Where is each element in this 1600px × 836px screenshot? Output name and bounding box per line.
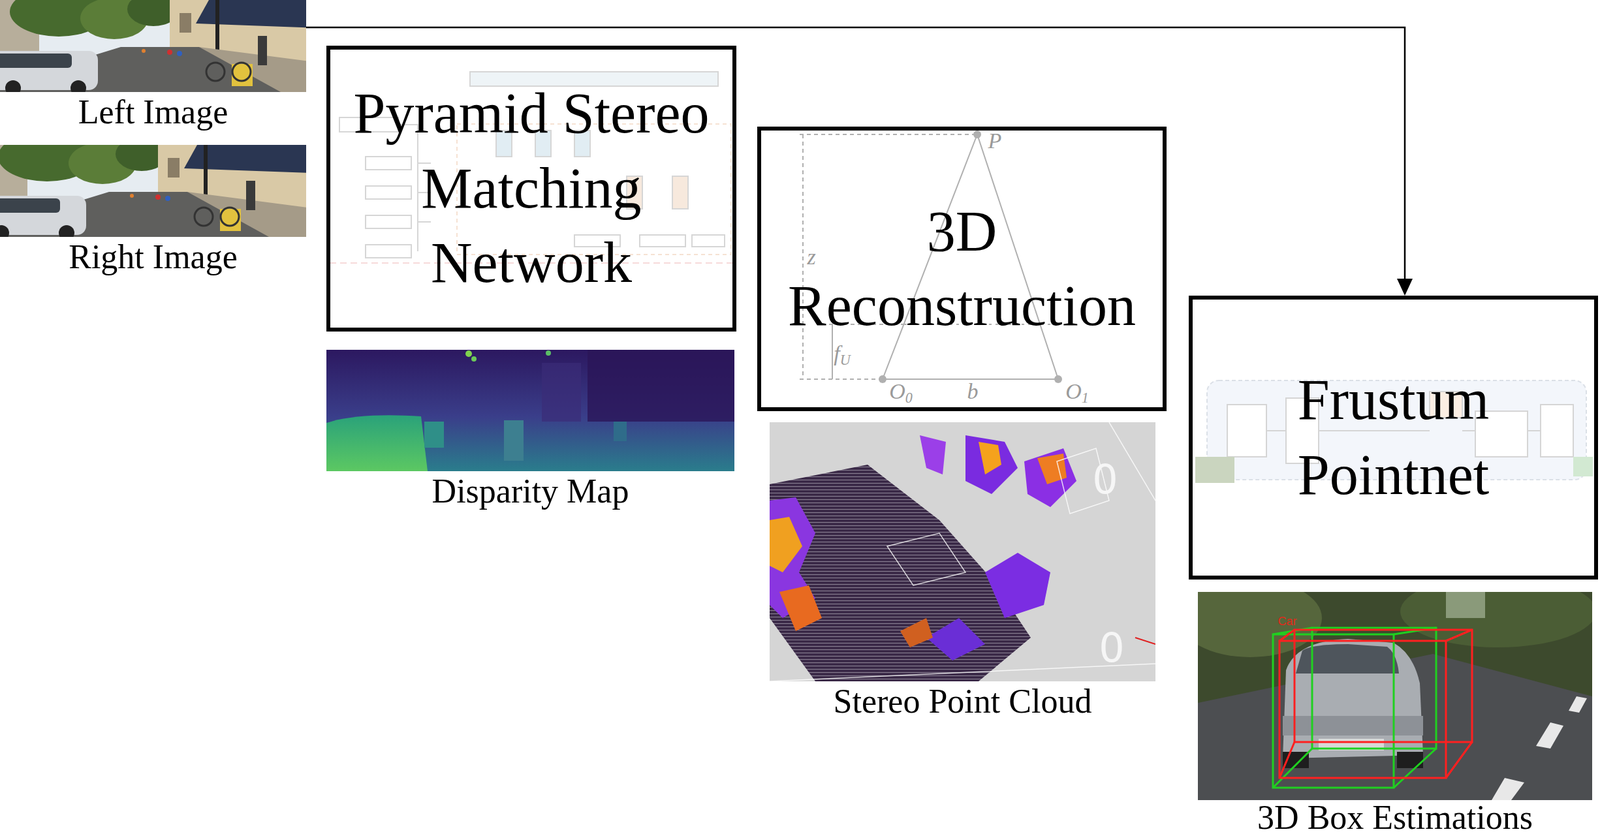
box-title: Frustum Pointnet bbox=[1203, 362, 1584, 513]
image-output: Disparity Map bbox=[326, 349, 735, 512]
overlay-number: 0 bbox=[1098, 627, 1125, 669]
image-caption: 3D Box Estimations bbox=[1197, 800, 1593, 836]
symbol-label: z bbox=[806, 246, 816, 269]
overlay-number: 0 bbox=[1092, 459, 1118, 501]
image-output: 3D Box Estimations bbox=[1197, 592, 1593, 836]
symbol-label: P bbox=[988, 129, 1003, 153]
process-box: Frustum Pointnet bbox=[1188, 295, 1599, 580]
image-caption: Left Image bbox=[0, 92, 307, 133]
symbol-label: fU bbox=[833, 342, 850, 368]
image-input: Right Image bbox=[0, 144, 307, 278]
symbol-label: O0 bbox=[889, 380, 913, 406]
image-caption: Disparity Map bbox=[326, 471, 735, 512]
symbol-label: b bbox=[967, 380, 979, 403]
box-title: Pyramid Stereo Matching Network bbox=[340, 76, 722, 301]
process-box: Pyramid Stereo Matching Network bbox=[326, 45, 737, 332]
image-caption: Stereo Point Cloud bbox=[769, 681, 1156, 722]
symbol-label: Car bbox=[1277, 615, 1297, 628]
image-caption: Right Image bbox=[0, 236, 307, 278]
arrow-head bbox=[1396, 278, 1413, 296]
symbol-label: O1 bbox=[1065, 380, 1089, 406]
box-title: 3D Reconstruction bbox=[771, 194, 1153, 345]
process-box: 3D Reconstruction bbox=[757, 126, 1167, 412]
image-input: Left Image bbox=[0, 0, 307, 133]
